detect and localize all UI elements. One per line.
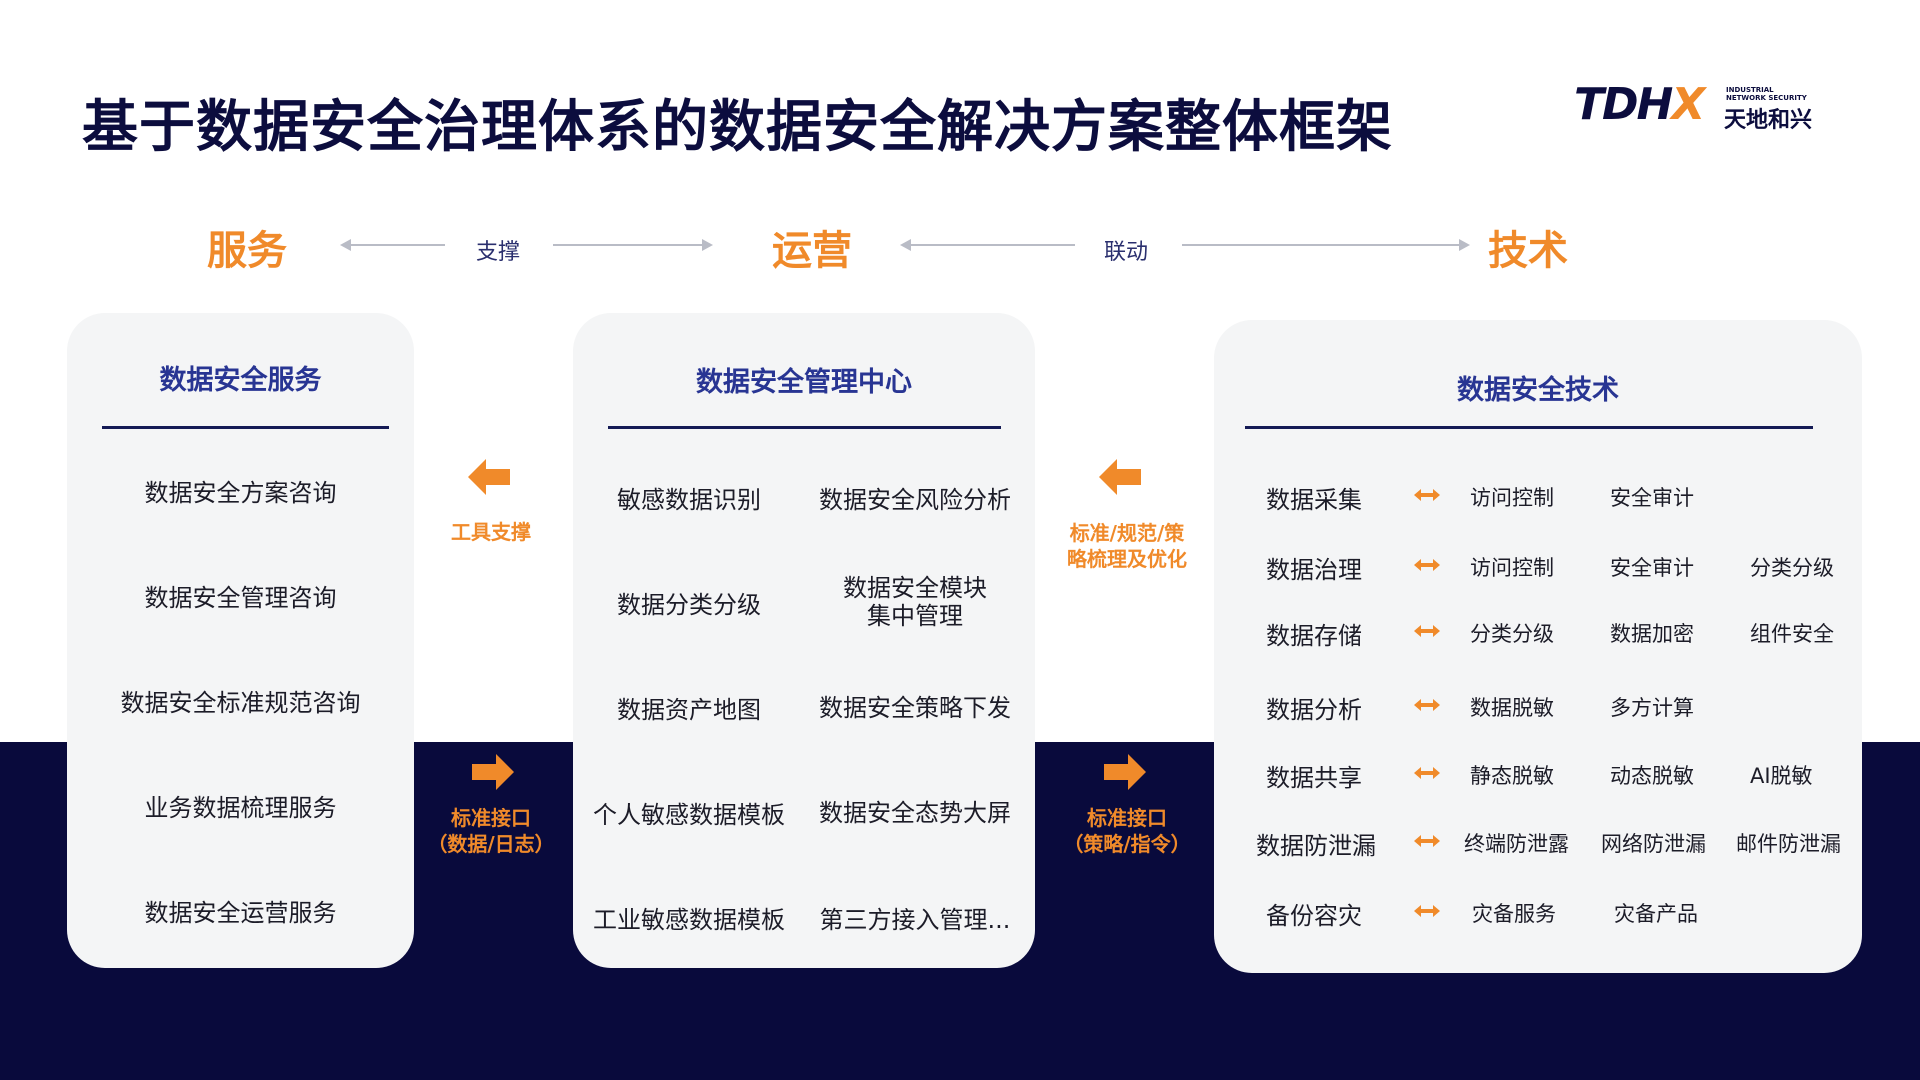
service-item: 数据安全方案咨询 <box>144 479 337 507</box>
technology-row-value: 网络防泄漏 <box>1601 832 1706 856</box>
technology-heading: 技术 <box>1488 228 1568 274</box>
service-panel: 数据安全服务 数据安全方案咨询 数据安全管理咨询 数据安全标准规范咨询 业务数据… <box>67 313 414 968</box>
technology-row-value: 安全审计 <box>1610 556 1694 580</box>
service-item: 数据安全运营服务 <box>144 899 337 927</box>
technology-row-value: 灾备产品 <box>1614 902 1698 926</box>
logo-english-text: INDUSTRIAL NETWORK SECURITY <box>1726 86 1807 102</box>
company-logo: TDHX INDUSTRIAL NETWORK SECURITY 天地和兴 <box>1574 79 1814 134</box>
center-item: 数据安全风险分析 <box>819 486 1011 514</box>
link-arrow-right-head-2 <box>1459 239 1470 251</box>
technology-row-label: 数据治理 <box>1266 556 1362 584</box>
operation-heading: 运营 <box>772 228 852 274</box>
technology-row-value: 分类分级 <box>1470 622 1554 646</box>
technology-row-label: 数据分析 <box>1266 696 1362 724</box>
management-center-title: 数据安全管理中心 <box>696 367 912 398</box>
arrow-right-icon <box>472 754 514 790</box>
management-center-panel: 数据安全管理中心 敏感数据识别 数据分类分级 数据资产地图 个人敏感数据模板 工… <box>573 313 1035 968</box>
technology-row-value: 安全审计 <box>1610 486 1694 510</box>
center-item: 数据安全模块 集中管理 <box>843 574 987 630</box>
technology-row-label: 数据存储 <box>1266 622 1362 650</box>
technology-row-value: 多方计算 <box>1610 696 1694 720</box>
technology-row-value: 动态脱敏 <box>1610 764 1694 788</box>
center-item: 数据安全态势大屏 <box>819 799 1011 827</box>
technology-row-label: 数据防泄漏 <box>1256 832 1376 860</box>
management-center-divider <box>608 426 1001 429</box>
link-arrow-left-head-2 <box>900 239 911 251</box>
center-item: 敏感数据识别 <box>617 486 761 514</box>
center-item: 个人敏感数据模板 <box>593 801 785 829</box>
service-heading: 服务 <box>207 228 287 274</box>
arrow-left-icon <box>1099 459 1141 495</box>
logo-mark: TDHX <box>1574 79 1705 130</box>
service-panel-divider <box>102 426 389 429</box>
standard-interface-data-label: 标准接口 （数据/日志） <box>427 806 555 856</box>
service-item: 数据安全管理咨询 <box>144 584 337 612</box>
center-item: 数据分类分级 <box>617 591 761 619</box>
arrow-left-icon <box>468 459 510 495</box>
center-item: 工业敏感数据模板 <box>593 906 785 934</box>
technology-row-value: 邮件防泄漏 <box>1736 832 1841 856</box>
page-title: 基于数据安全治理体系的数据安全解决方案整体框架 <box>82 95 1393 160</box>
double-arrow-icon <box>1414 625 1440 637</box>
arrow-right-icon <box>1104 754 1146 790</box>
center-item: 第三方接入管理... <box>819 906 1011 934</box>
double-arrow-icon <box>1414 699 1440 711</box>
double-arrow-icon <box>1414 559 1440 571</box>
service-panel-title: 数据安全服务 <box>159 365 322 396</box>
service-item: 业务数据梳理服务 <box>144 794 337 822</box>
center-item: 数据资产地图 <box>617 696 761 724</box>
technology-row-value: 数据加密 <box>1610 622 1694 646</box>
double-arrow-icon <box>1414 905 1440 917</box>
technology-row-value: AI脱敏 <box>1750 764 1813 788</box>
service-item: 数据安全标准规范咨询 <box>120 689 361 717</box>
linkage-link-label: 联动 <box>1104 240 1149 265</box>
center-item: 数据安全策略下发 <box>819 694 1011 722</box>
support-link-label: 支撑 <box>476 240 521 265</box>
technology-row-value: 数据脱敏 <box>1470 696 1554 720</box>
link-line-right-a <box>910 244 1075 246</box>
link-line-left-a <box>350 244 445 246</box>
tool-support-label: 工具支撑 <box>451 520 531 544</box>
technology-row-value: 终端防泄露 <box>1464 832 1569 856</box>
technology-row-value: 静态脱敏 <box>1470 764 1554 788</box>
double-arrow-icon <box>1414 835 1440 847</box>
technology-row-label: 数据采集 <box>1266 486 1362 514</box>
technology-row-label: 备份容灾 <box>1266 902 1362 930</box>
technology-row-value: 访问控制 <box>1470 486 1554 510</box>
link-arrow-right-head <box>702 239 713 251</box>
technology-panel-title: 数据安全技术 <box>1457 375 1619 406</box>
double-arrow-icon <box>1414 489 1440 501</box>
standard-interface-policy-label: 标准接口 （策略/指令） <box>1063 806 1191 856</box>
link-line-right-b <box>1182 244 1460 246</box>
technology-panel-divider <box>1245 426 1813 429</box>
link-arrow-left-head <box>340 239 351 251</box>
technology-row-value: 组件安全 <box>1750 622 1834 646</box>
technology-row-label: 数据共享 <box>1266 764 1362 792</box>
logo-chinese-text: 天地和兴 <box>1724 108 1813 133</box>
technology-row-value: 分类分级 <box>1750 556 1834 580</box>
standard-policy-optimization-label: 标准/规范/策 略梳理及优化 <box>1067 521 1187 571</box>
double-arrow-icon <box>1414 767 1440 779</box>
technology-panel: 数据安全技术 <box>1214 320 1862 973</box>
technology-row-value: 访问控制 <box>1470 556 1554 580</box>
link-line-left-b <box>553 244 703 246</box>
technology-row-value: 灾备服务 <box>1472 902 1556 926</box>
